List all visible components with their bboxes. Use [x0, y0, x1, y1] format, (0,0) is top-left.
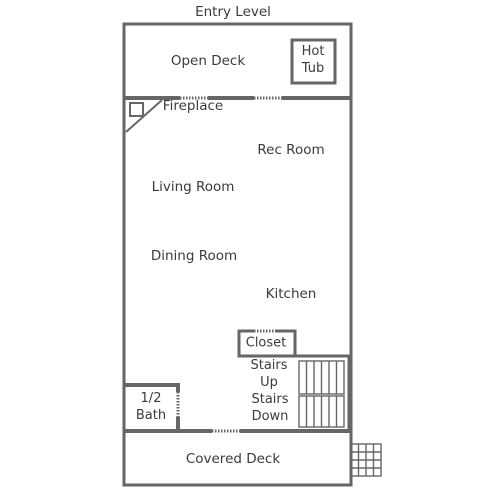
plan-title: Entry Level: [195, 4, 271, 21]
fireplace-diagonal: [125, 99, 163, 133]
fireplace-label: Fireplace: [162, 98, 224, 115]
exterior-steps: [350, 443, 382, 477]
outer-outline: [122, 22, 353, 487]
living-room-label: Living Room: [151, 179, 235, 196]
hot-tub-box: [290, 38, 337, 85]
rec-room-label: Rec Room: [257, 142, 325, 159]
covered-deck-label: Covered Deck: [185, 451, 281, 468]
stairs-down-treads: [298, 395, 345, 428]
closet-door: [254, 329, 276, 333]
closet-label: Closet: [245, 335, 287, 351]
kitchen-label: Kitchen: [265, 286, 317, 303]
stairs-up-treads: [298, 360, 345, 395]
covered-deck-door: [212, 429, 240, 433]
deck-door-left: [180, 96, 208, 100]
open-deck-label: Open Deck: [170, 53, 246, 70]
fireplace-box: [129, 102, 144, 117]
deck-door-right: [254, 96, 282, 100]
dining-room-label: Dining Room: [150, 248, 238, 265]
